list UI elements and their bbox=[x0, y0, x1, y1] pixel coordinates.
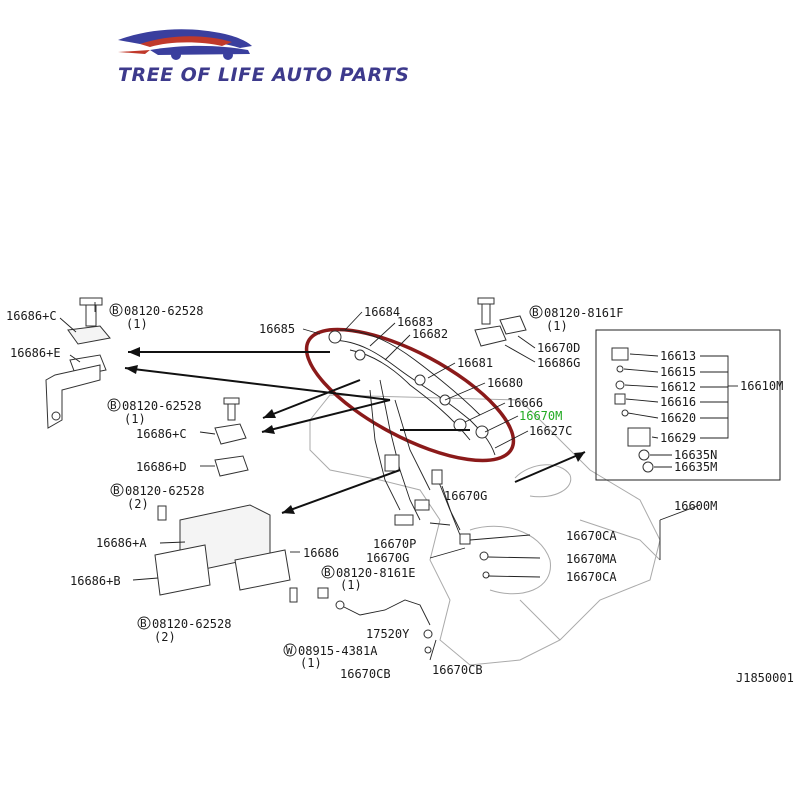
bolt-prefix-b1: B bbox=[112, 304, 119, 317]
bolt-code-b6: 08120-62528 bbox=[152, 617, 231, 631]
bolt-code-b1: 08120-62528 bbox=[124, 304, 203, 318]
label-16686D: 16686+D bbox=[136, 460, 187, 474]
bolt-symbol-b3 bbox=[107, 398, 121, 412]
bolt-qty-b2: (1) bbox=[546, 319, 568, 333]
label-16686A: 16686+A bbox=[96, 536, 147, 550]
bolt-qty-b5: (1) bbox=[340, 578, 362, 592]
label-16616: 16616 bbox=[660, 395, 696, 409]
label-16600M: 16600M bbox=[674, 499, 717, 513]
label-16620: 16620 bbox=[660, 411, 696, 425]
label-16670D: 16670D bbox=[537, 341, 580, 355]
label-16670G-b: 16670G bbox=[366, 551, 409, 565]
label-16670G-a: 16670G bbox=[444, 489, 487, 503]
bolt-symbol-b2 bbox=[529, 305, 543, 319]
bolt-symbol-b6 bbox=[137, 616, 151, 630]
bolt-prefix-b6: B bbox=[140, 617, 147, 630]
label-16686: 16686 bbox=[303, 546, 339, 560]
label-16682: 16682 bbox=[412, 327, 448, 341]
car-logo-icon bbox=[118, 29, 252, 60]
label-16610M: 16610M bbox=[740, 379, 783, 393]
label-16635M: 16635M bbox=[674, 460, 717, 474]
label-16686C-mid: 16686+C bbox=[136, 427, 187, 441]
leader-lines bbox=[94, 302, 529, 559]
engine-outline bbox=[309, 394, 661, 666]
bolt-prefix-b2: B bbox=[532, 306, 539, 319]
label-16680: 16680 bbox=[487, 376, 523, 390]
label-16685: 16685 bbox=[259, 322, 295, 336]
bolt-qty-b4: (2) bbox=[127, 497, 149, 511]
clamp-16686G bbox=[474, 297, 536, 363]
bolt-qty-b1: (1) bbox=[126, 317, 148, 331]
clamp-16686C bbox=[199, 397, 249, 477]
label-16627C: 16627C bbox=[529, 424, 572, 438]
bolt-code-b3: 08120-62528 bbox=[122, 399, 201, 413]
bolt-prefix-b5: B bbox=[324, 566, 331, 579]
label-16686G: 16686G bbox=[537, 356, 580, 370]
injector-detail-box bbox=[595, 329, 781, 560]
label-16670CB-a: 16670CB bbox=[340, 667, 391, 681]
blocks-16686A-B bbox=[132, 504, 300, 603]
bolt-qty-b6: (2) bbox=[154, 630, 176, 644]
callout-arrows bbox=[124, 347, 586, 514]
lower-hose-parts bbox=[317, 485, 541, 661]
label-16629: 16629 bbox=[660, 431, 696, 445]
washer-code-w1: 08915-4381A bbox=[298, 644, 378, 658]
bolt-symbol-b1 bbox=[109, 303, 123, 317]
label-16670CB-b: 16670CB bbox=[432, 663, 483, 677]
brand-header: TREE OF LIFE AUTO PARTS bbox=[0, 0, 800, 110]
brand-name: TREE OF LIFE AUTO PARTS bbox=[118, 64, 410, 86]
label-16613: 16613 bbox=[660, 349, 696, 363]
label-16615: 16615 bbox=[660, 365, 696, 379]
washer-symbol-w1 bbox=[283, 643, 297, 657]
washer-qty-w1: (1) bbox=[300, 656, 322, 670]
label-16670CA-b: 16670CA bbox=[566, 570, 617, 584]
bolt-symbol-b5 bbox=[321, 565, 335, 579]
label-17520Y: 17520Y bbox=[366, 627, 410, 641]
label-16612: 16612 bbox=[660, 380, 696, 394]
label-16686C-top: 16686+C bbox=[6, 309, 57, 323]
bolt-prefix-b3: B bbox=[110, 399, 117, 412]
label-16670CA-a: 16670CA bbox=[566, 529, 617, 543]
label-16670P: 16670P bbox=[373, 537, 416, 551]
bolt-prefix-b4: B bbox=[113, 484, 120, 497]
diagram-code: J1850001 bbox=[736, 671, 794, 685]
label-16683: 16683 bbox=[397, 315, 433, 329]
bolt-code-b5: 08120-8161E bbox=[336, 566, 415, 580]
bracket-16686E bbox=[45, 297, 111, 429]
bolt-qty-b3: (1) bbox=[124, 412, 146, 426]
label-16684: 16684 bbox=[364, 305, 400, 319]
label-16686E: 16686+E bbox=[10, 346, 61, 360]
label-16670MA: 16670MA bbox=[566, 552, 617, 566]
washer-prefix-w1: W bbox=[286, 644, 293, 657]
label-16681: 16681 bbox=[457, 356, 493, 370]
label-16670M: 16670M bbox=[519, 409, 562, 423]
label-16686B: 16686+B bbox=[70, 574, 121, 588]
label-16635N: 16635N bbox=[674, 448, 717, 462]
bolt-code-b2: 08120-8161F bbox=[544, 306, 623, 320]
bolt-code-b4: 08120-62528 bbox=[125, 484, 204, 498]
bolt-symbol-b4 bbox=[110, 483, 124, 497]
label-16666: 16666 bbox=[507, 396, 543, 410]
